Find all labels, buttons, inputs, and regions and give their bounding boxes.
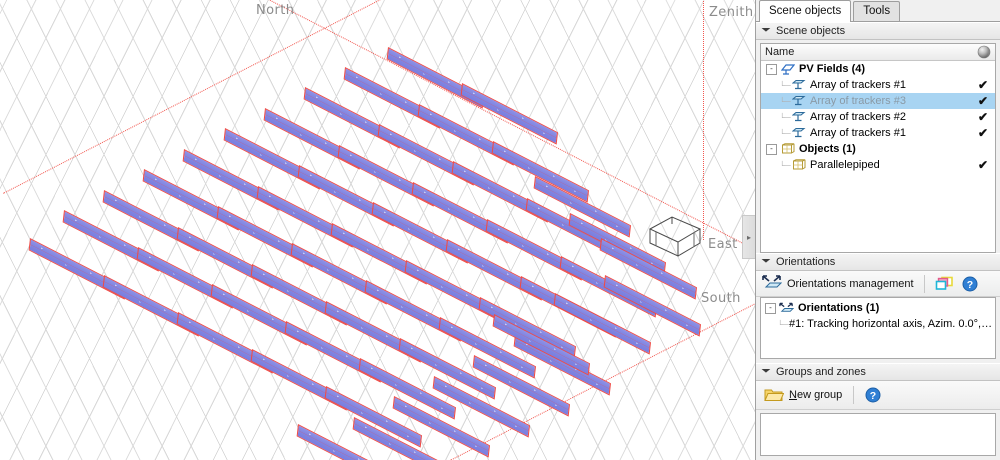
collapse-chevron-icon: ⏷: [761, 366, 771, 377]
tab-tools[interactable]: Tools: [853, 1, 901, 21]
visibility-check-icon[interactable]: ✔: [977, 158, 988, 172]
compass-label-east: East: [708, 237, 738, 252]
pv-tracker-array[interactable]: [0, 0, 755, 460]
orientation-tree-row[interactable]: └─#1: Tracking horizontal axis, Azim. 0.…: [761, 316, 995, 332]
compass-label-zenith: Zenith: [709, 5, 754, 20]
orientation-row-label: #1: Tracking horizontal axis, Azim. 0.0°…: [789, 318, 995, 330]
column-header-name: Name: [765, 46, 795, 58]
pv-field-icon: [780, 63, 795, 76]
tree-row-label: Array of trackers #1: [810, 79, 906, 91]
help-icon[interactable]: ?: [962, 276, 978, 292]
collapse-chevron-icon: ⏷: [761, 256, 771, 267]
tree-branch-line: └─: [777, 319, 789, 329]
viewport-collapse-handle[interactable]: ▸: [742, 215, 755, 259]
section-title-scene-objects: Scene objects: [776, 25, 846, 37]
tree-expander-icon[interactable]: -: [766, 143, 777, 155]
visibility-check-icon[interactable]: ✔: [977, 110, 988, 124]
cube-icon: [780, 143, 795, 156]
compass-label-north: North: [256, 3, 295, 18]
tracker-icon: [791, 127, 806, 140]
folder-icon: [764, 387, 784, 403]
3d-viewport[interactable]: ▸ North Zenith East South: [0, 0, 755, 460]
tracker-icon: [791, 111, 806, 124]
tree-expander-icon[interactable]: -: [765, 302, 776, 314]
tree-branch-line: └─: [779, 80, 791, 90]
tracker-icon: [791, 79, 806, 92]
orientations-management-button[interactable]: Orientations management: [762, 274, 914, 293]
cube-icon: [791, 159, 806, 172]
tree-row[interactable]: └─ Array of trackers #1 ✔: [761, 125, 995, 141]
tree-branch-line: └─: [779, 128, 791, 138]
visibility-check-icon[interactable]: ✔: [977, 126, 988, 140]
visibility-check-icon[interactable]: ✔: [977, 78, 988, 92]
svg-text:?: ?: [870, 390, 876, 402]
scene-objects-box: Name: [760, 43, 996, 253]
tree-row[interactable]: - PV Fields (4): [761, 61, 995, 77]
shading-sphere-icon[interactable]: [977, 45, 991, 59]
tree-row-label: Array of trackers #1: [810, 127, 906, 139]
new-group-rest: ew group: [796, 389, 843, 401]
tree-row-label: Parallelepiped: [810, 159, 880, 171]
tree-row[interactable]: - Objects (1): [761, 141, 995, 157]
visibility-check-icon[interactable]: ✔: [977, 94, 988, 108]
groups-toolbar: New group ?: [756, 381, 1000, 410]
tree-expander-icon[interactable]: -: [766, 63, 777, 75]
orientations-toolbar: Orientations management ?: [756, 271, 1000, 297]
orientation-icon: [779, 302, 794, 315]
chevron-right-icon: ▸: [746, 232, 751, 242]
new-group-label: New group: [789, 389, 842, 401]
section-title-groups-zones: Groups and zones: [776, 366, 866, 378]
help-icon[interactable]: ?: [865, 387, 881, 403]
section-header-groups-zones[interactable]: ⏷ Groups and zones: [756, 363, 1000, 381]
orientations-tree-container: - Orientations (1) └─#1: Tracking horizont…: [756, 297, 1000, 363]
groups-zones-body: [756, 410, 1000, 460]
groups-zones-list[interactable]: [760, 413, 996, 456]
scene-objects-tree[interactable]: - PV Fields (4) └─ Array of trackers #1 ✔ └─ A…: [761, 61, 995, 252]
new-group-button[interactable]: New group: [764, 387, 842, 403]
toolbar-separator: [853, 386, 855, 404]
tab-scene-objects[interactable]: Scene objects: [759, 0, 852, 22]
parallelepiped-object[interactable]: [648, 212, 702, 260]
tree-branch-line: └─: [779, 112, 791, 122]
tree-row[interactable]: └─ Array of trackers #2 ✔: [761, 109, 995, 125]
orientations-management-label: Orientations management: [787, 277, 914, 290]
new-group-accelerator: N: [789, 389, 797, 401]
tree-row[interactable]: └─ Array of trackers #1 ✔: [761, 77, 995, 93]
tree-row-label: Objects (1): [799, 143, 856, 155]
copy-layers-icon[interactable]: [935, 275, 955, 293]
svg-text:?: ?: [966, 279, 972, 291]
section-header-orientations[interactable]: ⏷ Orientations: [756, 253, 1000, 271]
tree-row-label: Array of trackers #3: [810, 95, 906, 107]
orientation-icon: [762, 274, 782, 293]
tree-branch-line: └─: [779, 96, 791, 106]
collapse-chevron-icon: ⏷: [761, 25, 771, 36]
section-header-scene-objects[interactable]: ⏷ Scene objects: [756, 22, 1000, 40]
orientation-tree-row[interactable]: - Orientations (1): [761, 300, 995, 316]
toolbar-separator: [923, 274, 925, 293]
tree-row[interactable]: └─ Array of trackers #3 ✔: [761, 93, 995, 109]
tree-row-label: PV Fields (4): [799, 63, 866, 75]
orientations-tree[interactable]: - Orientations (1) └─#1: Tracking horizont…: [760, 297, 996, 359]
tree-column-header: Name: [761, 44, 995, 61]
scene-objects-container: Name: [756, 40, 1000, 253]
tree-row-label: Array of trackers #2: [810, 111, 906, 123]
compass-label-south: South: [701, 291, 741, 306]
section-title-orientations: Orientations: [776, 256, 836, 268]
tracker-icon: [791, 95, 806, 108]
orientation-row-label: Orientations (1): [798, 302, 880, 314]
tree-row[interactable]: └─ Parallelepiped ✔: [761, 157, 995, 173]
tracker-row[interactable]: [492, 314, 590, 376]
tree-branch-line: └─: [779, 160, 791, 170]
